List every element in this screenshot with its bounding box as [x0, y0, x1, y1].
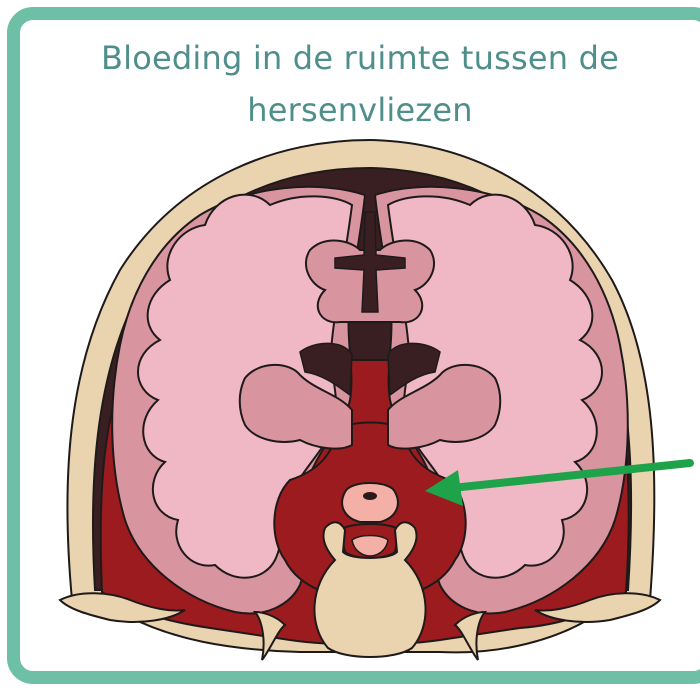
brainstem-top — [342, 483, 398, 522]
aqueduct — [363, 492, 377, 500]
